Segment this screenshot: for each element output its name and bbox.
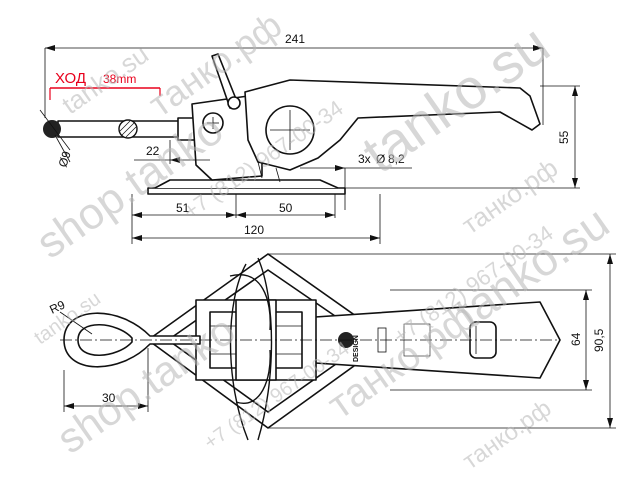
svg-text:Ø: Ø — [376, 152, 385, 166]
stroke-value: 38mm — [103, 72, 136, 86]
dim-51-label: 51 — [176, 201, 190, 215]
eye-ring — [60, 312, 560, 368]
dim-base: 51 50 120 — [131, 194, 381, 244]
watermark-text: танко.рф — [458, 395, 556, 475]
draw-bar — [39, 109, 197, 151]
base-plate-top — [154, 179, 339, 189]
dim-offset: 22 — [134, 140, 210, 164]
overall-length-label: 241 — [285, 32, 305, 46]
plan-view: DESIGN R9 3 — [47, 253, 616, 441]
dim-30-label: 30 — [102, 391, 116, 405]
stroke-label: ХОД — [55, 70, 86, 87]
dim-height: 55 — [345, 85, 580, 189]
base-plate — [147, 187, 346, 195]
wire-loop — [229, 257, 273, 441]
dim-30: 30 — [63, 348, 149, 412]
inner-width-label: 64 — [569, 332, 583, 346]
height-label: 55 — [557, 130, 571, 144]
holes-count: 3x — [358, 152, 371, 166]
dim-pin-diameter: Ø9 — [54, 134, 74, 169]
base-length-label: 120 — [244, 223, 264, 237]
dim-overall-length: 241 — [44, 32, 544, 125]
dim-outer-width: 90,5 — [268, 253, 616, 429]
pin-diameter-label: Ø9 — [56, 149, 74, 169]
stroke-note: ХОД 38mm — [49, 70, 161, 100]
radius-label: R9 — [47, 297, 67, 316]
dim-radius: R9 — [47, 297, 93, 335]
dim-holes: 3x Ø 8,2 — [300, 152, 412, 210]
badge-text: DESIGN — [353, 335, 360, 362]
outer-width-label: 90,5 — [592, 328, 606, 352]
hole-diameter-label: 8,2 — [388, 152, 405, 166]
dim-inner-width: 64 — [390, 289, 592, 391]
main-handle — [244, 79, 541, 171]
watermarks: tanko.su танко.рф shop.tanko +7 (812) 96… — [28, 4, 619, 475]
offset-label: 22 — [146, 144, 160, 158]
side-view: 241 ХОД 38mm — [39, 32, 580, 244]
dim-50-label: 50 — [279, 201, 293, 215]
